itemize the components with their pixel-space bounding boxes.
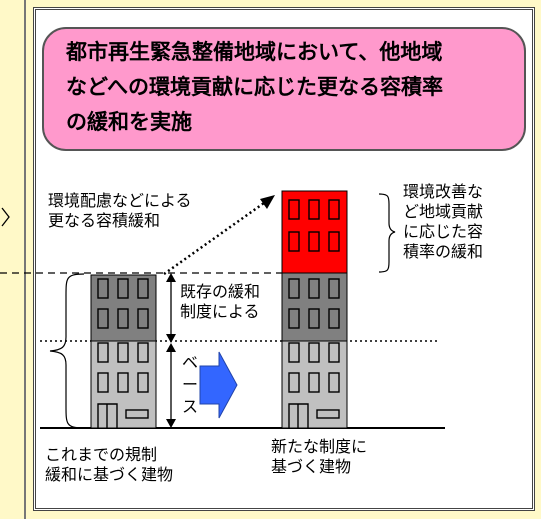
existing-relaxation-label: 既存の緩和 制度による bbox=[180, 282, 261, 321]
base-label: ベ ー ス bbox=[181, 353, 198, 416]
new-building-base-block bbox=[281, 340, 348, 429]
callout-line-3: の緩和を実施 bbox=[66, 110, 192, 134]
env-improvement-label: 環境改善な ど地域貢献 に応じた容 積率の緩和 bbox=[403, 182, 484, 261]
new-building bbox=[281, 190, 348, 429]
base-height-arrow bbox=[166, 343, 176, 428]
dotted-arrow bbox=[163, 195, 275, 276]
new-building-windows bbox=[288, 199, 340, 428]
block-arrow-right-icon bbox=[199, 351, 238, 419]
callout-line-2: などへの環境貢献に応じた更なる容積率 bbox=[66, 75, 443, 99]
callout-box: 都市再生緊急整備地域において、他地域 などへの環境貢献に応じた更なる容積率 の緩… bbox=[42, 27, 526, 151]
old-building-relaxation-block bbox=[90, 274, 157, 342]
old-building bbox=[90, 274, 157, 429]
old-building-base-block bbox=[90, 340, 157, 429]
left-brace bbox=[49, 273, 85, 429]
left-side-strip bbox=[0, 0, 24, 519]
new-building-caption: 新たな制度に 基づく建物 bbox=[271, 437, 368, 476]
chevron-right-icon bbox=[1, 207, 10, 227]
old-building-caption: これまでの規制 緩和に基づく建物 bbox=[45, 445, 174, 484]
old-building-windows bbox=[97, 278, 149, 428]
callout-line-1: 都市再生緊急整備地域において、他地域 bbox=[66, 40, 443, 64]
right-brace bbox=[378, 193, 396, 273]
relaxation-height-arrow bbox=[166, 273, 176, 343]
callout-text: 都市再生緊急整備地域において、他地域 などへの環境貢献に応じた更なる容積率 の緩… bbox=[66, 35, 516, 140]
new-building-relaxation-block bbox=[281, 272, 348, 342]
env-consideration-label: 環境配慮などによる 更なる容積緩和 bbox=[48, 191, 192, 230]
